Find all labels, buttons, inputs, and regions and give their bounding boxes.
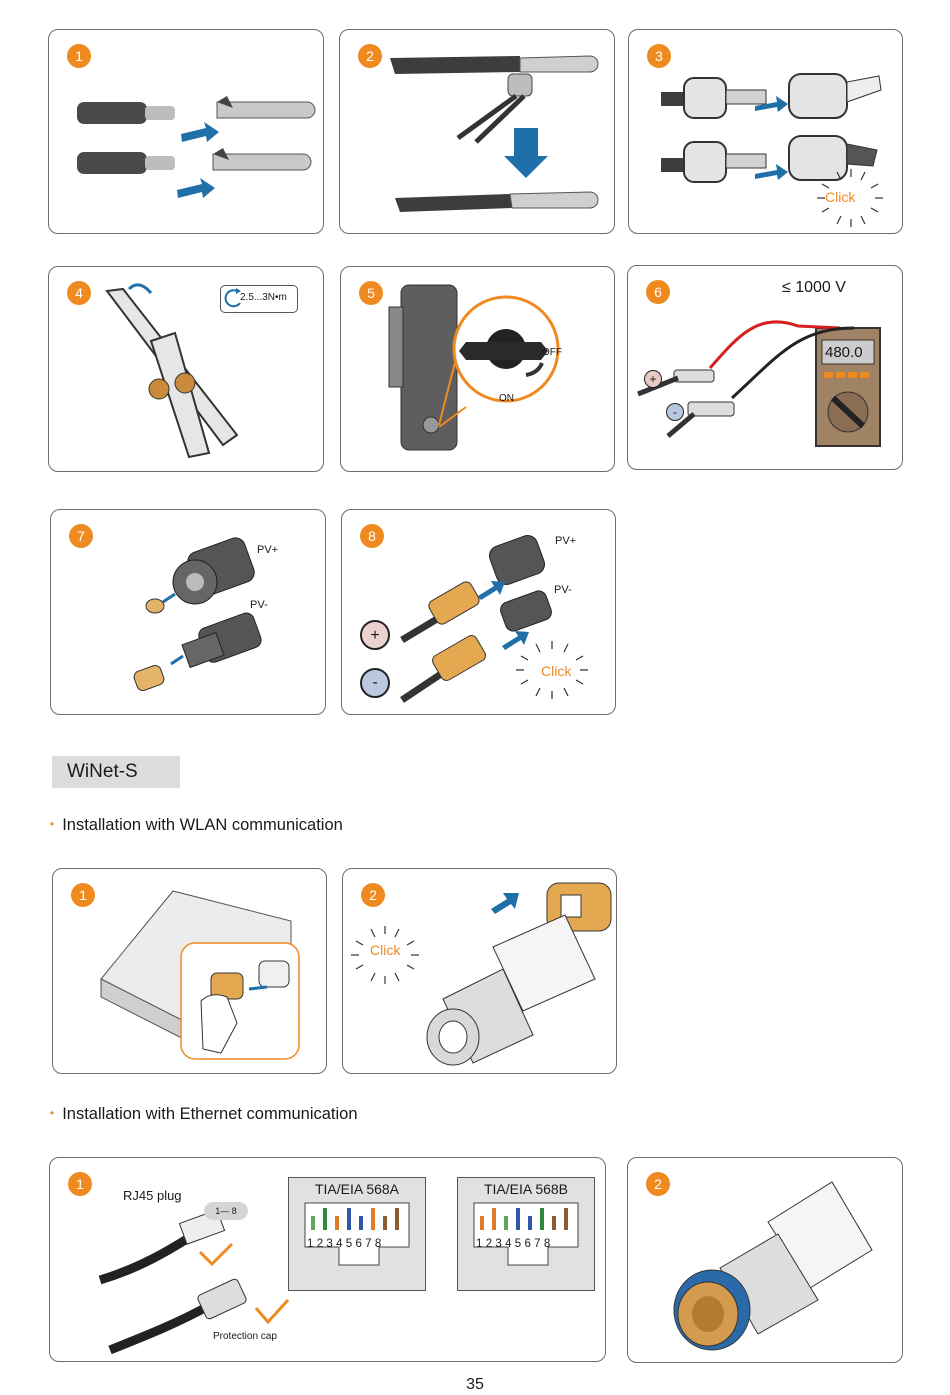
step-panel-4: 4 2.5...3N•m bbox=[48, 266, 324, 472]
wlan-heading-text: Installation with WLAN communication bbox=[62, 816, 343, 834]
wlan-step-panel-1: 1 bbox=[52, 868, 327, 1074]
step-panel-5: 5 OFF ON bbox=[340, 266, 615, 472]
arrow-up-right-icon bbox=[502, 631, 529, 650]
page-number: 35 bbox=[0, 1376, 950, 1394]
inverter-winet-module-illustration bbox=[53, 869, 327, 1074]
step-panel-7: 7 PV+ PV- bbox=[50, 509, 326, 715]
step-panel-8: 8 + - PV+ PV- Click bbox=[341, 509, 616, 715]
step-badge-7: 7 bbox=[69, 524, 93, 548]
step-badge-6: 6 bbox=[646, 280, 670, 304]
step-badge-8: 8 bbox=[360, 524, 384, 548]
arrow-right-icon bbox=[177, 178, 215, 198]
eth-step-badge-2: 2 bbox=[646, 1172, 670, 1196]
wlan-heading: • Installation with WLAN communication bbox=[50, 816, 343, 835]
step-panel-1: 1 bbox=[48, 29, 324, 234]
tia-568a-jack bbox=[289, 1178, 427, 1292]
tia-568b-diagram: TIA/EIA 568B 12345678 bbox=[457, 1177, 595, 1291]
switch-off-label: OFF bbox=[542, 347, 562, 358]
click-label: Click bbox=[541, 663, 571, 679]
wlan-step-badge-2: 2 bbox=[361, 883, 385, 907]
click-label: Click bbox=[370, 942, 400, 958]
ethernet-step-panel-1: 1 RJ45 plug 1— 8 Protection cap TIA/EIA … bbox=[49, 1157, 606, 1362]
pv-plus-label: PV+ bbox=[555, 535, 576, 547]
pv-minus-label: PV- bbox=[554, 584, 572, 596]
winet-s-dongle-illustration bbox=[343, 869, 617, 1074]
arrow-up-right-icon bbox=[491, 893, 519, 914]
winet-s-ethernet-dongle-illustration bbox=[628, 1158, 903, 1363]
step-badge-4: 4 bbox=[67, 281, 91, 305]
check-icon bbox=[200, 1244, 232, 1264]
positive-terminal-icon: + bbox=[644, 370, 662, 388]
ethernet-step-panel-2: 2 bbox=[627, 1157, 903, 1363]
switch-on-label: ON bbox=[499, 393, 514, 404]
tia-568b-pin-numbers: 12345678 bbox=[476, 1238, 554, 1250]
positive-terminal-icon: + bbox=[360, 620, 390, 650]
pin-range-badge: 1— 8 bbox=[204, 1202, 248, 1220]
step-panel-6: 6 ≤ 1000 V 480.0 + - bbox=[627, 265, 903, 470]
voltage-limit-label: ≤ 1000 V bbox=[782, 279, 846, 297]
bullet-icon: • bbox=[50, 1106, 54, 1120]
step-panel-2: 2 bbox=[339, 29, 615, 234]
step-panel-3: 3 Click bbox=[628, 29, 903, 234]
rotate-arrow-icon bbox=[129, 285, 151, 293]
click-label: Click bbox=[825, 189, 855, 205]
pv-minus-label: PV- bbox=[250, 599, 268, 611]
check-icon bbox=[256, 1300, 288, 1322]
arrow-down-icon bbox=[504, 128, 548, 178]
protection-cap-label: Protection cap bbox=[213, 1331, 277, 1342]
eth-step-badge-1: 1 bbox=[68, 1172, 92, 1196]
tia-568a-diagram: TIA/EIA 568A 12345678 bbox=[288, 1177, 426, 1291]
multimeter-illustration bbox=[628, 266, 903, 470]
ethernet-heading-text: Installation with Ethernet communication bbox=[62, 1105, 357, 1123]
step-badge-2: 2 bbox=[358, 44, 382, 68]
pv-plus-label: PV+ bbox=[257, 544, 278, 556]
ethernet-heading: • Installation with Ethernet communicatio… bbox=[50, 1105, 358, 1124]
negative-terminal-icon: - bbox=[360, 668, 390, 698]
winet-section-title: WiNet-S bbox=[52, 756, 180, 788]
rj45-plug-label: RJ45 plug bbox=[123, 1188, 182, 1203]
wlan-step-panel-2: 2 Click bbox=[342, 868, 617, 1074]
crimp-cable-illustration bbox=[49, 30, 324, 234]
dc-switch-illustration bbox=[341, 267, 615, 472]
step-badge-1: 1 bbox=[67, 44, 91, 68]
crimping-tool-illustration bbox=[340, 30, 615, 234]
torque-badge: 2.5...3N•m bbox=[220, 285, 298, 313]
connector-assembly-illustration bbox=[629, 30, 903, 234]
arrow-right-icon bbox=[181, 122, 219, 142]
step-badge-5: 5 bbox=[359, 281, 383, 305]
bullet-icon: • bbox=[50, 817, 54, 831]
tia-568b-jack bbox=[458, 1178, 596, 1292]
wlan-step-badge-1: 1 bbox=[71, 883, 95, 907]
negative-terminal-icon: - bbox=[666, 403, 684, 421]
tia-568a-pin-numbers: 12345678 bbox=[307, 1238, 385, 1250]
torque-label: 2.5...3N•m bbox=[240, 292, 287, 303]
connector-cap-removal-illustration bbox=[51, 510, 326, 715]
meter-reading: 480.0 bbox=[825, 344, 863, 361]
step-badge-3: 3 bbox=[647, 44, 671, 68]
arrow-up-right-icon bbox=[478, 581, 505, 600]
